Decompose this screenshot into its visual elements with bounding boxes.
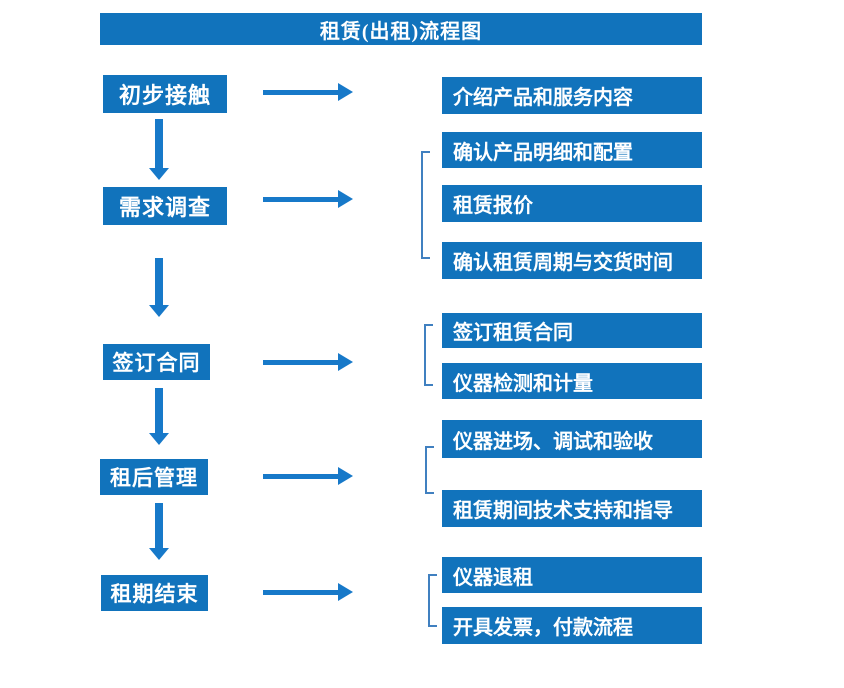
flowchart-title: 租赁(出租)流程图 xyxy=(100,13,702,45)
arrow-stem xyxy=(155,388,163,433)
right-arrow-icon xyxy=(263,467,353,485)
arrow-head xyxy=(338,583,353,601)
arrow-head xyxy=(149,168,169,180)
arrow-head xyxy=(338,190,353,208)
arrow-head xyxy=(338,467,353,485)
arrow-stem xyxy=(155,119,163,168)
group-bracket xyxy=(424,324,433,386)
stage-rental-end: 租期结束 xyxy=(101,575,208,611)
arrow-stem xyxy=(263,89,338,95)
down-arrow-icon xyxy=(149,119,169,180)
right-arrow-icon xyxy=(263,83,353,101)
detail-introduce-products: 介绍产品和服务内容 xyxy=(442,77,702,114)
detail-invoice-payment: 开具发票，付款流程 xyxy=(442,607,702,644)
arrow-stem xyxy=(263,359,338,365)
detail-instrument-inspection: 仪器检测和计量 xyxy=(442,363,702,399)
stage-initial-contact: 初步接触 xyxy=(103,75,227,113)
down-arrow-icon xyxy=(149,258,169,317)
detail-tech-support: 租赁期间技术支持和指导 xyxy=(442,490,702,527)
stage-post-rental-mgmt: 租后管理 xyxy=(100,459,208,495)
arrow-head xyxy=(149,548,169,560)
right-arrow-icon xyxy=(263,190,353,208)
down-arrow-icon xyxy=(149,388,169,445)
detail-instrument-return: 仪器退租 xyxy=(442,557,702,593)
detail-rental-quotation: 租赁报价 xyxy=(442,185,702,222)
arrow-head xyxy=(149,305,169,317)
right-arrow-icon xyxy=(263,353,353,371)
detail-instrument-setup: 仪器进场、调试和验收 xyxy=(442,420,702,458)
group-bracket xyxy=(425,446,434,494)
detail-confirm-product-spec: 确认产品明细和配置 xyxy=(442,132,702,168)
down-arrow-icon xyxy=(149,503,169,560)
arrow-stem xyxy=(155,503,163,548)
arrow-stem xyxy=(263,196,338,202)
arrow-head xyxy=(338,83,353,101)
arrow-stem xyxy=(263,473,338,479)
detail-sign-rental-contract: 签订租赁合同 xyxy=(442,313,702,348)
stage-sign-contract: 签订合同 xyxy=(103,344,210,380)
stage-demand-survey: 需求调查 xyxy=(103,187,227,225)
detail-confirm-period-delivery: 确认租赁周期与交货时间 xyxy=(442,242,702,279)
group-bracket xyxy=(428,574,437,627)
arrow-stem xyxy=(155,258,163,305)
arrow-head xyxy=(338,353,353,371)
arrow-stem xyxy=(263,589,338,595)
group-bracket xyxy=(421,151,430,259)
arrow-head xyxy=(149,433,169,445)
right-arrow-icon xyxy=(263,583,353,601)
